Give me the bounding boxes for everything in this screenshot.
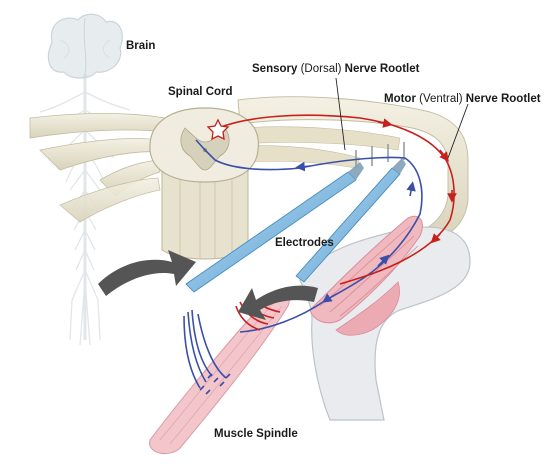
brain-label-text: Brain: [126, 40, 155, 52]
sensory-rootlet-label: Sensory (Dorsal) Nerve Rootlet: [252, 62, 419, 76]
sensory-label-rootlet: Nerve Rootlet: [345, 63, 420, 75]
muscle-spindle-label-text: Muscle Spindle: [214, 428, 298, 440]
brain-label: Brain: [126, 39, 155, 53]
sensory-label-word: Sensory: [252, 63, 297, 75]
spinal-cord: [150, 108, 259, 259]
brain-illustration: [48, 14, 122, 78]
sensory-label-qualifier: (Dorsal): [297, 63, 344, 75]
reflex-arrow-up: [98, 250, 196, 296]
electrodes-label-text: Electrodes: [275, 237, 334, 249]
spinal-cord-label: Spinal Cord: [168, 85, 233, 99]
motor-rootlet-label: Motor (Ventral) Nerve Rootlet: [384, 92, 541, 106]
motor-label-word: Motor: [384, 93, 416, 105]
muscle-spindle-label: Muscle Spindle: [214, 427, 298, 441]
spinal-cord-label-text: Spinal Cord: [168, 86, 233, 98]
motor-label-qualifier: (Ventral): [416, 93, 466, 105]
motor-label-rootlet: Nerve Rootlet: [466, 93, 541, 105]
electrodes-label: Electrodes: [275, 236, 334, 250]
